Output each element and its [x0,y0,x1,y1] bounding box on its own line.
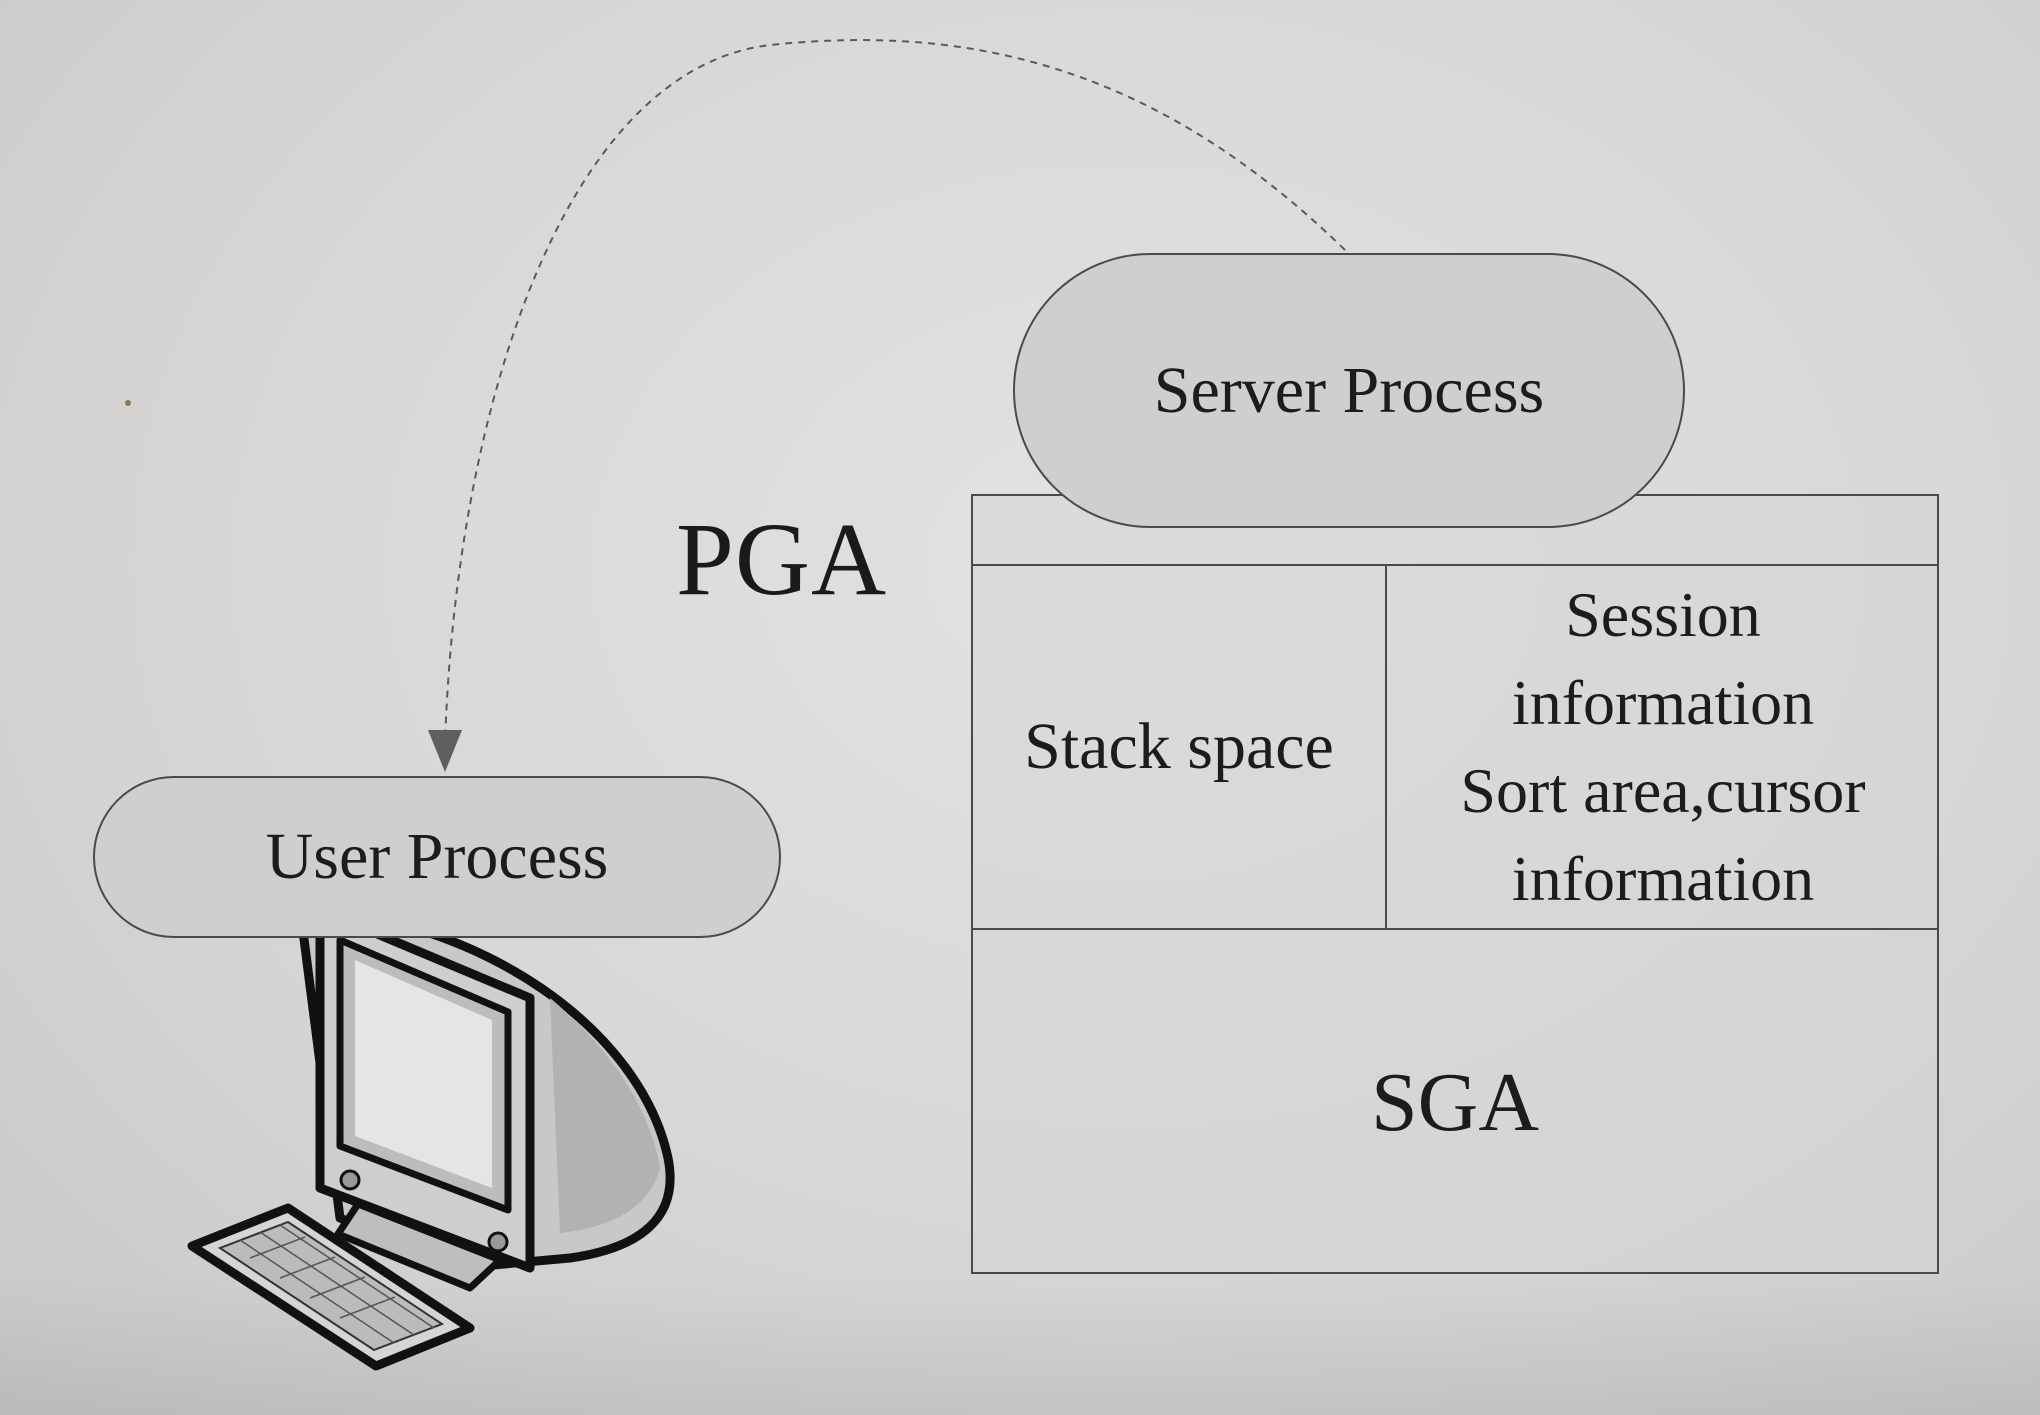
desktop-computer-icon [187,903,675,1371]
pga-label: PGA [676,502,888,617]
session-info-cell: Session information Sort area,cursor inf… [1387,566,1939,928]
stack-space-label: Stack space [1024,710,1334,783]
sga-label: SGA [1370,1055,1540,1149]
session-line: information [1511,667,1815,738]
memory-box: Stack space Session information Sort are… [971,494,1939,1274]
stack-space-cell: Stack space [973,566,1387,928]
server-process-node: Server Process [1013,253,1685,528]
session-line: information [1511,843,1815,914]
session-line: Session [1565,579,1761,650]
stray-dot [125,400,131,406]
sga-cell: SGA [973,928,1937,1274]
user-process-label: User Process [265,820,609,893]
session-line: Sort area,cursor [1460,755,1866,826]
user-process-node: User Process [93,776,781,938]
pga-header-strip [973,496,1937,566]
server-process-label: Server Process [1153,353,1545,427]
arrowhead [428,730,462,772]
